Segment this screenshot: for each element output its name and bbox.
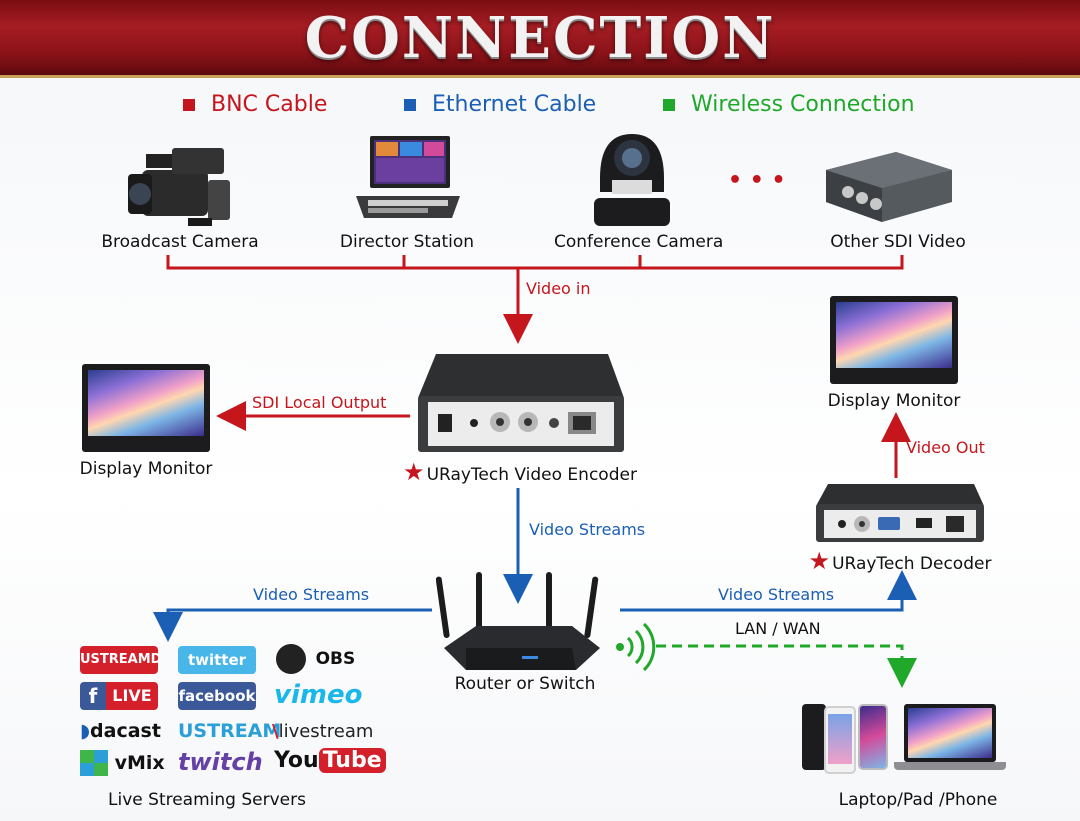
- other-sdi-device-icon: [826, 152, 952, 222]
- dacast-logo: dacast: [90, 720, 161, 742]
- phone-screen: [828, 714, 852, 764]
- legend-bnc: BNC Cable: [183, 92, 327, 117]
- encoder-label: URayTech Video Encoder: [426, 465, 637, 485]
- conference-camera-label: Conference Camera: [554, 232, 724, 252]
- facebook-live-logo: LIVE: [106, 682, 158, 710]
- video-in-label: Video in: [526, 279, 591, 298]
- legend-wireless: Wireless Connection: [663, 92, 915, 117]
- live-streaming-label: Live Streaming Servers: [108, 790, 306, 810]
- monitor-screen: [88, 370, 204, 436]
- router-icon: [436, 572, 600, 670]
- obs-logo-icon: [276, 644, 306, 674]
- lan-wan-label: LAN / WAN: [735, 619, 821, 638]
- monitor-screen: [836, 302, 952, 368]
- ustream-logo: USTREAM: [178, 720, 282, 742]
- video-streams-left-label: Video Streams: [253, 585, 370, 604]
- decoder-body: [816, 484, 984, 542]
- vimeo-logo: vimeo: [274, 680, 363, 710]
- sdi-local-output-label: SDI Local Output: [252, 393, 387, 412]
- broadcast-camera-icon: [128, 148, 230, 226]
- twitch-logo: twitch: [178, 748, 263, 776]
- encoder-body: [418, 354, 624, 452]
- phone-white-icon: [824, 706, 856, 774]
- dacast-logo-group: ◗dacast: [80, 720, 161, 742]
- broadcast-camera-label: Broadcast Camera: [101, 232, 259, 252]
- legend-label: BNC Cable: [211, 92, 328, 117]
- blue-square-icon: [404, 98, 416, 111]
- laptop-icon: [904, 704, 996, 762]
- legend-label: Ethernet Cable: [432, 92, 597, 117]
- display-monitor-left-icon: [82, 364, 210, 452]
- video-streams-right-label: Video Streams: [718, 585, 835, 604]
- dacast-icon: ◗: [80, 720, 91, 742]
- livestream-icon: \: [272, 721, 279, 742]
- facebook-live-logo-group: f LIVE: [80, 682, 158, 710]
- clients-label: Laptop/Pad /Phone: [838, 790, 998, 810]
- legend-label: Wireless Connection: [691, 92, 915, 117]
- video-encoder-icon: [418, 354, 624, 452]
- vmix-logo-group: vMix: [80, 750, 165, 776]
- obs-logo: OBS: [315, 649, 356, 669]
- phone-color-icon: [858, 704, 888, 770]
- page-title: CONNECTION: [304, 4, 776, 71]
- decoder-label: URayTech Decoder: [832, 554, 992, 574]
- livestream-logo: livestream: [278, 721, 374, 742]
- title-banner: CONNECTION: [0, 0, 1080, 78]
- client-devices-icon: [802, 704, 1006, 774]
- red-square-icon: [183, 98, 195, 111]
- youtube-tube: Tube: [318, 748, 386, 773]
- router-label: Router or Switch: [454, 674, 596, 694]
- phone-black-icon: [802, 704, 826, 770]
- display-monitor-right-label: Display Monitor: [827, 391, 961, 411]
- director-station-label: Director Station: [339, 232, 475, 252]
- obs-logo-group: OBS: [276, 644, 360, 676]
- laptop-base: [894, 762, 1006, 770]
- video-streams-down-label: Video Streams: [529, 520, 646, 539]
- green-square-icon: [663, 98, 675, 111]
- youtube-you: You: [274, 748, 319, 773]
- laptop-screen: [908, 708, 992, 758]
- display-monitor-left-label: Display Monitor: [79, 459, 213, 479]
- decoder-label-row: ★URayTech Decoder: [800, 547, 1000, 575]
- more-sources-ellipsis: • • •: [728, 168, 786, 193]
- encoder-label-row: ★URayTech Video Encoder: [400, 458, 640, 486]
- star-icon: ★: [808, 547, 831, 575]
- facebook-f-icon: f: [80, 682, 106, 710]
- twitter-logo: twitter: [178, 646, 256, 674]
- ustream-red-logo: USTREAMD: [80, 646, 161, 674]
- vmix-logo: vMix: [114, 752, 165, 774]
- director-station-icon: [356, 136, 460, 218]
- livestream-logo-group: \livestream: [272, 721, 373, 742]
- star-icon: ★: [403, 458, 425, 486]
- other-sdi-label: Other SDI Video: [830, 232, 966, 252]
- display-monitor-right-icon: [830, 296, 958, 384]
- video-out-label: Video Out: [906, 438, 985, 457]
- vmix-icon: [80, 750, 108, 776]
- video-decoder-icon: [816, 484, 984, 542]
- facebook-logo: facebook: [178, 682, 256, 710]
- legend-ethernet: Ethernet Cable: [404, 92, 596, 117]
- conference-camera-icon: [594, 134, 670, 226]
